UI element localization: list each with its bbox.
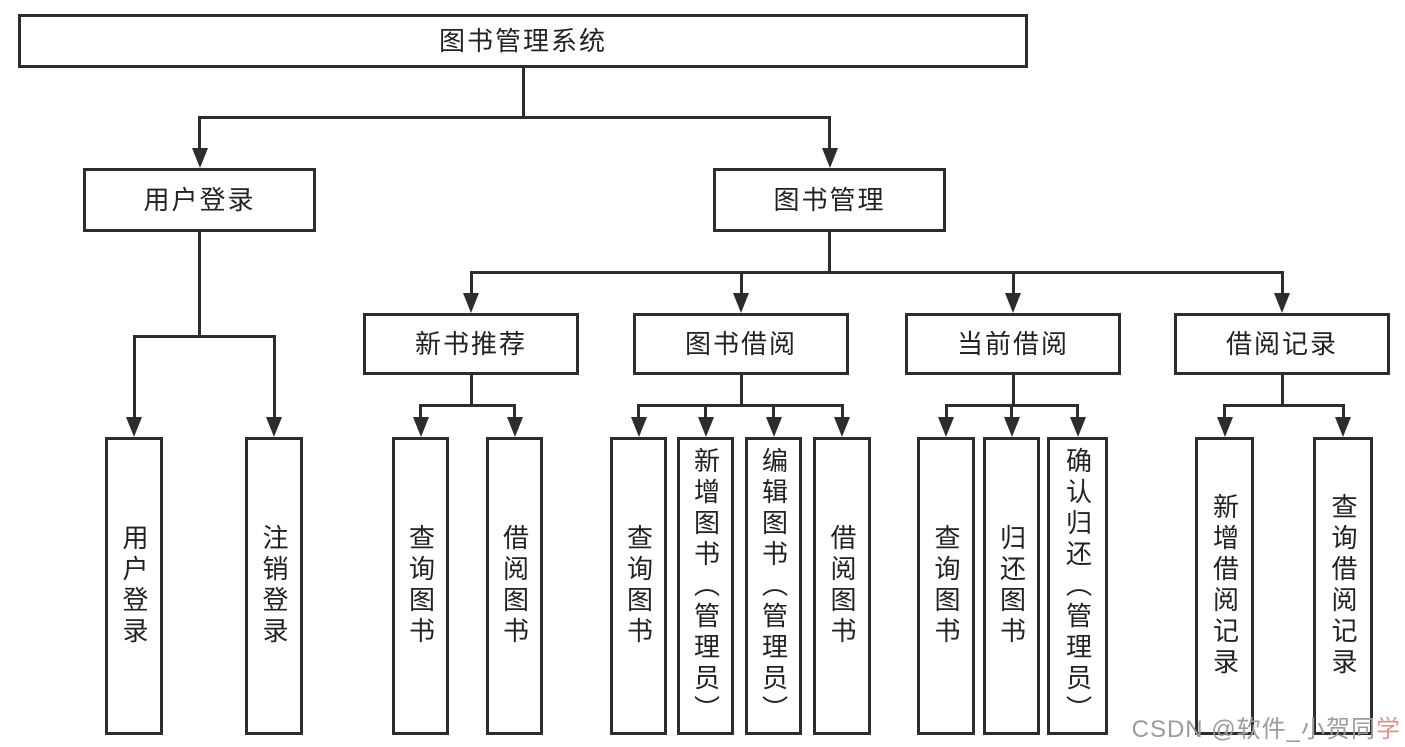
arrow-down-icon	[834, 417, 850, 437]
arrow-down-icon	[1069, 417, 1086, 437]
connector-vline	[198, 117, 201, 154]
connector-hline	[469, 270, 1284, 274]
connector-hline	[132, 334, 276, 338]
node-label: 图书管理	[773, 184, 886, 215]
connector-vline	[132, 336, 136, 423]
node-br-query: 查询借阅记录	[1313, 437, 1373, 735]
node-nb-query: 查询图书	[392, 437, 449, 735]
connector-vline	[944, 405, 948, 423]
arrow-down-icon	[1003, 417, 1020, 437]
node-label: 新书推荐	[414, 328, 527, 359]
arrow-down-icon	[1005, 293, 1021, 313]
connector-vline	[419, 405, 422, 423]
arrow-down-icon	[412, 417, 429, 437]
connector-vline	[739, 375, 743, 405]
connector-vline	[840, 405, 844, 423]
node-label: 归还图书	[996, 524, 1027, 648]
arrow-down-icon	[630, 417, 647, 437]
connector-vline	[198, 232, 201, 336]
node-label: 图书管理系统	[438, 25, 607, 56]
connector-vline	[1076, 405, 1079, 423]
connector-vline	[469, 375, 473, 405]
node-borrow-records: 借阅记录	[1174, 313, 1390, 375]
node-bb-edit: 编辑图书（管理员）	[745, 437, 802, 735]
node-label: 用户登录	[143, 184, 256, 215]
csdn-watermark: CSDN @软件_小贺同学	[1132, 709, 1401, 744]
connector-vline	[1280, 375, 1284, 405]
node-label: 用户登录	[119, 524, 149, 648]
connector-vline	[828, 232, 831, 272]
node-cb-return: 归还图书	[983, 437, 1040, 735]
node-nb-borrow: 借阅图书	[486, 437, 543, 735]
arrow-down-icon	[765, 417, 782, 437]
node-label: 注销登录	[259, 524, 289, 648]
connector-vline	[772, 405, 775, 423]
connector-hline	[637, 403, 844, 407]
node-label: 当前借阅	[956, 328, 1069, 359]
node-bb-borrow: 借阅图书	[813, 437, 871, 735]
arrow-down-icon	[697, 417, 714, 437]
watermark-text: CSDN @软件_小贺同	[1131, 716, 1376, 743]
node-label: 查询图书	[623, 524, 654, 648]
connector-vline	[521, 68, 525, 117]
arrow-down-icon	[733, 293, 749, 313]
arrow-down-icon	[1216, 417, 1233, 437]
node-label: 查询图书	[931, 524, 961, 648]
node-label: 查询图书	[405, 524, 436, 648]
arrow-down-icon	[506, 417, 523, 437]
node-label: 图书借阅	[684, 328, 797, 359]
node-bb-query: 查询图书	[610, 437, 667, 735]
node-label: 借阅图书	[499, 524, 530, 648]
node-logout: 注销登录	[245, 437, 303, 735]
node-br-add: 新增借阅记录	[1195, 437, 1254, 735]
connector-vline	[1011, 375, 1015, 405]
node-label: 编辑图书（管理员）	[758, 446, 789, 726]
arrow-down-icon	[1335, 417, 1351, 437]
connector-hline	[1223, 403, 1345, 407]
node-new-books: 新书推荐	[363, 313, 579, 375]
connector-vline	[739, 272, 743, 299]
node-root: 图书管理系统	[18, 14, 1028, 68]
node-book-mgmt: 图书管理	[713, 168, 946, 232]
node-user-login: 用户登录	[83, 168, 316, 232]
node-bb-add: 新增图书（管理员）	[677, 437, 734, 735]
connector-vline	[1223, 405, 1226, 423]
connector-vline	[1010, 405, 1013, 423]
connector-vline	[272, 336, 276, 423]
node-book-borrow: 图书借阅	[633, 313, 849, 375]
connector-hline	[198, 115, 831, 119]
arrow-down-icon	[266, 417, 282, 437]
connector-hline	[419, 403, 516, 407]
arrow-down-icon	[1274, 293, 1290, 313]
connector-vline	[469, 272, 473, 299]
connector-vline	[828, 117, 831, 154]
arrow-down-icon	[126, 417, 142, 437]
node-login: 用户登录	[105, 437, 163, 735]
node-label: 借阅图书	[827, 524, 857, 648]
arrow-down-icon	[938, 417, 954, 437]
connector-vline	[1011, 272, 1015, 299]
node-label: 借阅记录	[1225, 328, 1338, 359]
node-label: 新增借阅记录	[1209, 493, 1240, 679]
connector-vline	[1341, 405, 1345, 423]
node-cb-confirm: 确认归还（管理员）	[1047, 437, 1108, 735]
node-current-borrow: 当前借阅	[905, 313, 1121, 375]
connector-vline	[704, 405, 707, 423]
node-label: 查询借阅记录	[1328, 493, 1358, 679]
connector-vline	[1280, 272, 1284, 299]
arrow-down-icon	[463, 293, 479, 313]
connector-vline	[513, 405, 516, 423]
node-label: 确认归还（管理员）	[1062, 446, 1093, 726]
arrow-down-icon	[191, 148, 208, 168]
node-label: 新增图书（管理员）	[690, 446, 721, 726]
connector-vline	[637, 405, 640, 423]
arrow-down-icon	[821, 148, 838, 168]
watermark-text-accent: 学	[1376, 716, 1401, 743]
node-cb-query: 查询图书	[917, 437, 975, 735]
